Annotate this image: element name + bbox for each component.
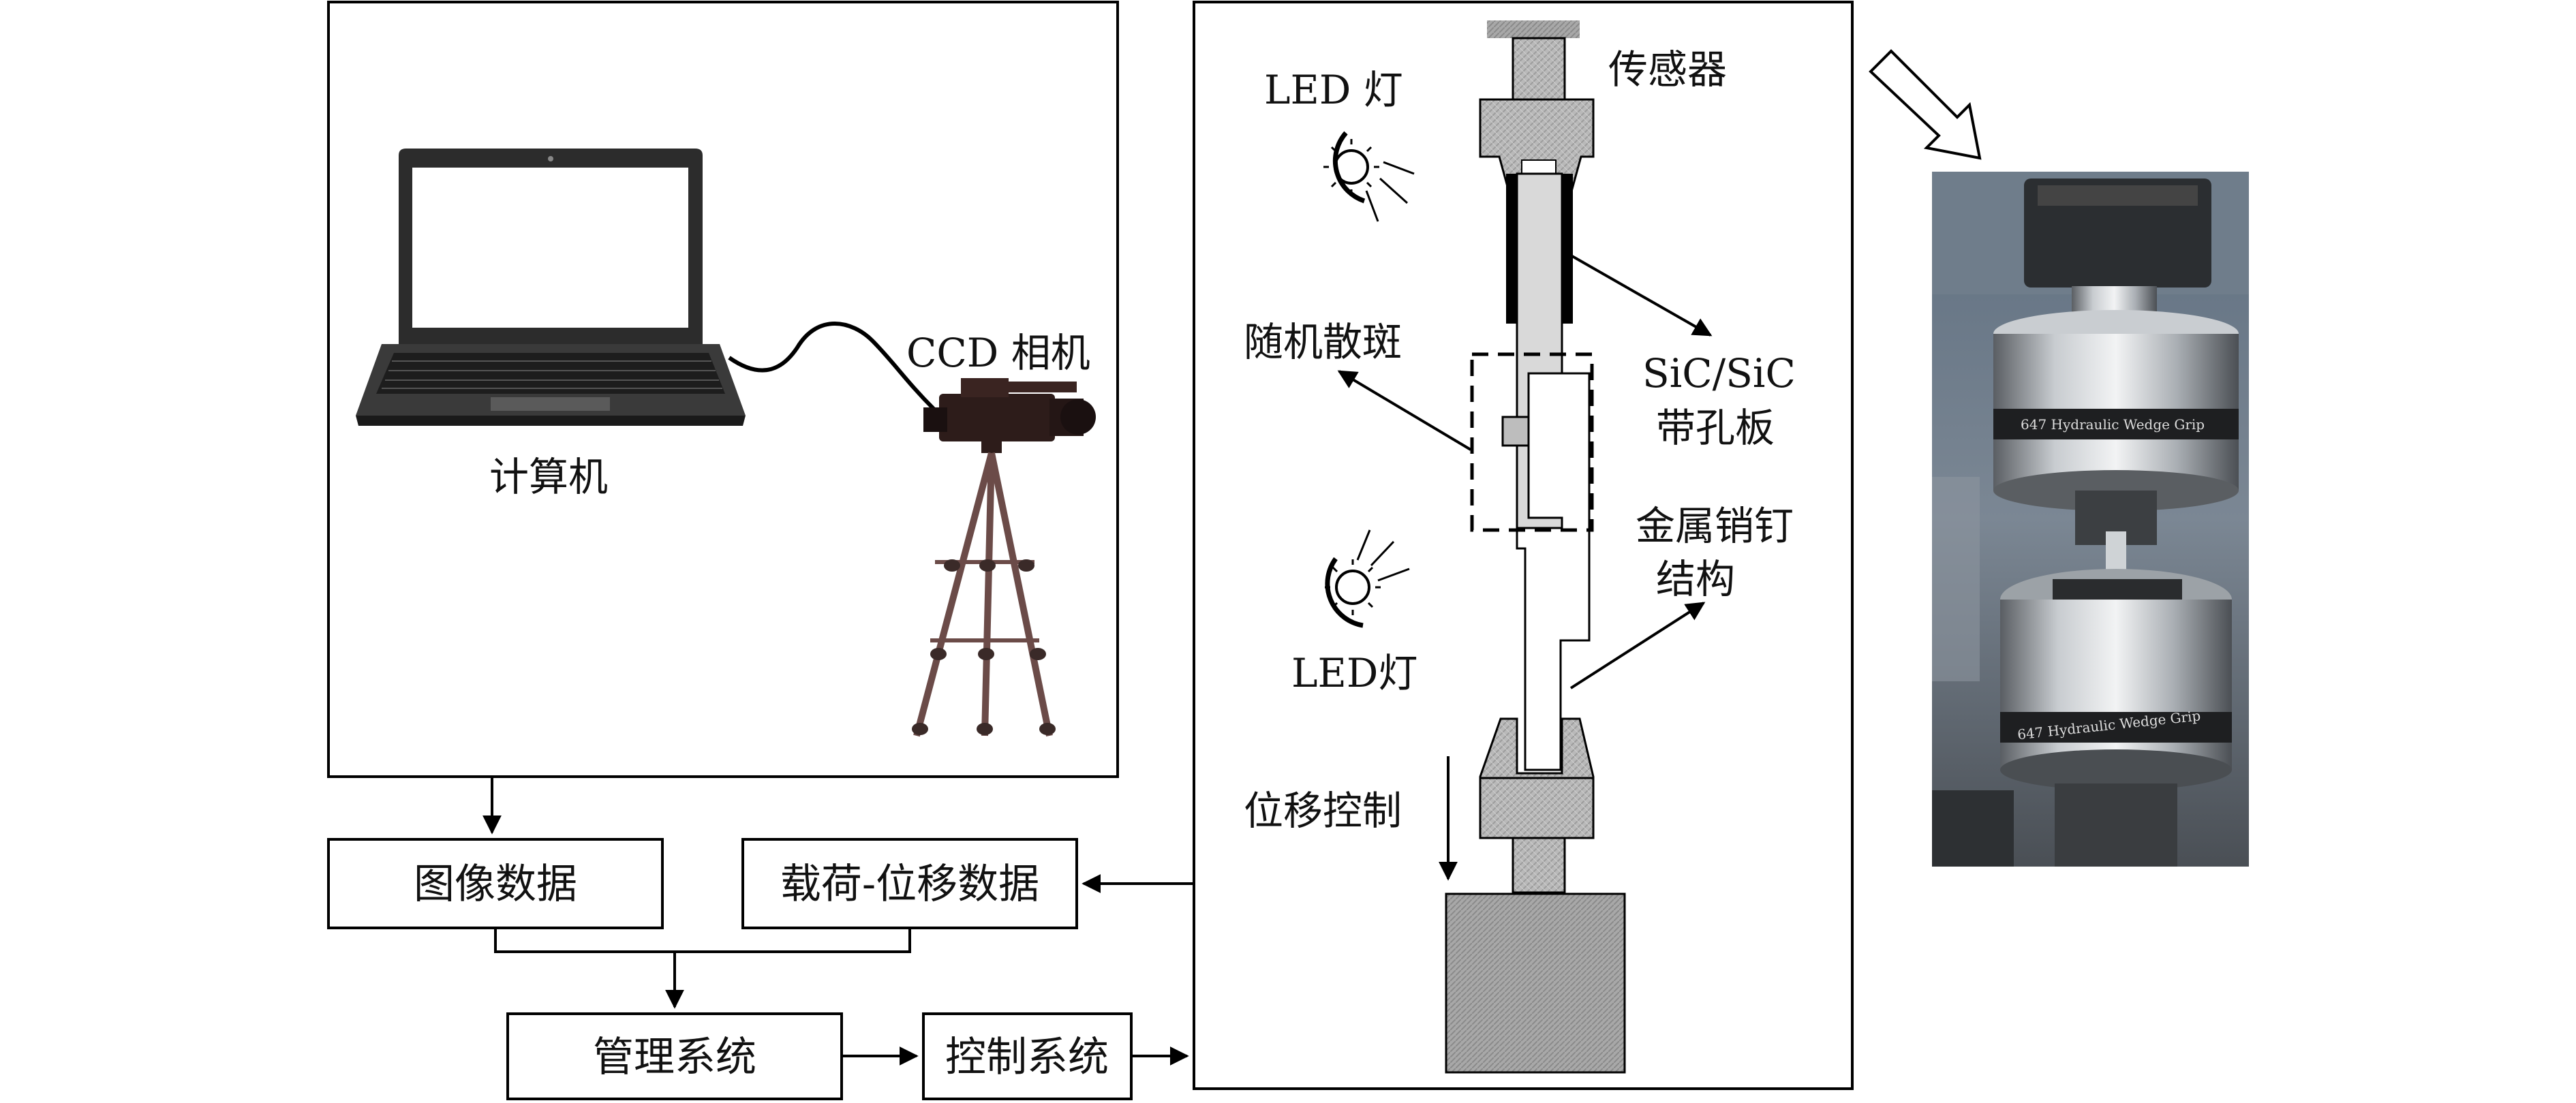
management-system-label: 管理系统 <box>593 1034 756 1081</box>
pin-label-2: 结构 <box>1656 556 1735 602</box>
management-system-box <box>506 1012 843 1100</box>
tripod-icon <box>913 452 1053 737</box>
tripod-joints <box>912 559 1056 735</box>
load-disp-data-box <box>741 838 1078 929</box>
ccd-camera-label: CCD 相机 <box>906 330 1090 376</box>
pin-structure <box>1516 372 1591 771</box>
hollow-arrow-icon <box>1869 49 1982 160</box>
control-system-box <box>922 1012 1133 1100</box>
control-system-label: 控制系统 <box>945 1034 1109 1081</box>
specimen-label-1: SiC/SiC <box>1642 350 1796 397</box>
machine-photo: 647 Hydraulic Wedge Grip 647 Hydraulic W… <box>1932 172 2249 867</box>
led-light-icon-top <box>1323 131 1415 222</box>
led-bottom-label: LED灯 <box>1291 650 1417 696</box>
pin-label-1: 金属销钉 <box>1636 503 1794 549</box>
grip-label-top: 647 Hydraulic Wedge Grip <box>2021 416 2205 433</box>
led-top-label: LED 灯 <box>1264 67 1403 113</box>
image-data-label: 图像数据 <box>414 860 577 908</box>
led-light-icon-bottom <box>1325 529 1410 628</box>
speckle-label: 随机散斑 <box>1244 319 1402 365</box>
camera-cable <box>728 322 936 411</box>
ccd-camera-icon <box>923 378 1096 453</box>
displacement-label: 位移控制 <box>1244 788 1402 834</box>
laptop-icon <box>356 149 746 426</box>
actuator-base <box>1445 892 1626 1074</box>
lower-rod <box>1512 837 1566 894</box>
computer-label: 计算机 <box>489 454 608 500</box>
sensor-rod <box>1512 37 1566 101</box>
speckle-region <box>1470 352 1594 532</box>
image-data-box <box>327 838 664 929</box>
load-disp-data-label: 载荷-位移数据 <box>780 860 1039 908</box>
specimen-label-2: 带孔板 <box>1656 405 1775 451</box>
sensor-label: 传感器 <box>1608 46 1727 93</box>
